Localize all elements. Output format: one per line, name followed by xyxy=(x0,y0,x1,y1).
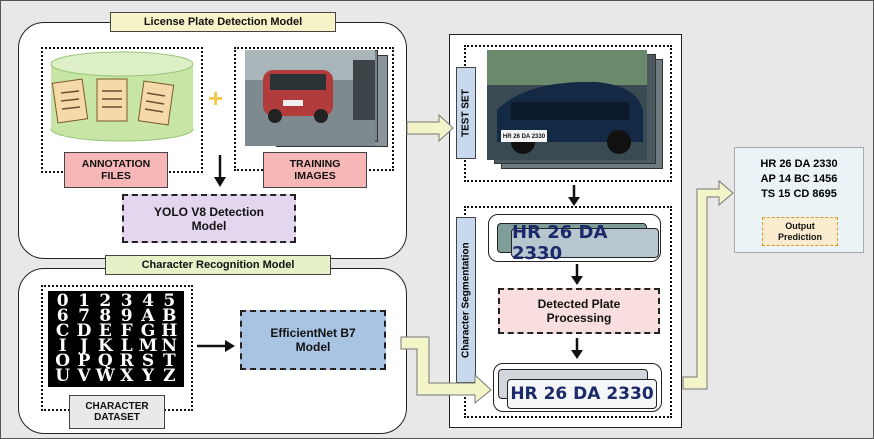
output-prediction-label: Output Prediction xyxy=(762,217,838,246)
detection-title: License Plate Detection Model xyxy=(110,12,336,32)
training-images-label: TRAINING IMAGES xyxy=(263,152,367,188)
dataset-character: 9 xyxy=(120,306,133,326)
dataset-character: B xyxy=(162,306,177,326)
arrow-down-icon xyxy=(214,155,226,187)
dataset-character: D xyxy=(76,321,92,341)
dataset-character: L xyxy=(120,336,133,356)
test-image-front xyxy=(487,50,647,160)
dataset-character: 0 xyxy=(56,291,69,311)
dataset-character: N xyxy=(161,336,178,356)
dataset-character: 2 xyxy=(99,291,112,311)
car-plate-text: HR 26 DA 2330 xyxy=(502,134,546,140)
dataset-character: Z xyxy=(163,366,176,386)
test-set-label: TEST SET xyxy=(456,67,476,159)
yolo-model-box: YOLO V8 Detection Model xyxy=(122,194,296,243)
dataset-character: S xyxy=(141,351,155,371)
block-arrow-icon xyxy=(400,336,492,405)
dataset-character: U xyxy=(55,366,71,386)
dataset-character: R xyxy=(119,351,134,371)
annotation-files-label: ANNOTATION FILES xyxy=(64,152,168,188)
dataset-character: C xyxy=(55,321,70,341)
dataset-character: E xyxy=(98,321,112,341)
dataset-character: 7 xyxy=(78,306,90,326)
dataset-character: P xyxy=(77,351,91,371)
database-icon xyxy=(50,51,194,142)
recognition-title: Character Recognition Model xyxy=(105,255,331,275)
output-line: TS 15 CD 8695 xyxy=(761,188,837,200)
dataset-character: T xyxy=(163,351,176,371)
dataset-character: O xyxy=(55,351,71,371)
document-icons xyxy=(51,78,175,126)
dataset-character: W xyxy=(95,366,115,386)
dataset-character: H xyxy=(161,321,178,341)
plate-processing-box: Detected Plate Processing xyxy=(498,288,660,334)
dataset-character: Q xyxy=(97,351,113,371)
dataset-character: K xyxy=(97,336,113,356)
dataset-character: 6 xyxy=(56,306,69,326)
dataset-character: 3 xyxy=(120,291,133,311)
dataset-character: Y xyxy=(141,366,155,386)
dataset-character: 8 xyxy=(99,306,112,326)
dataset-character: F xyxy=(120,321,133,341)
dataset-character: 1 xyxy=(78,291,90,311)
training-image-front xyxy=(245,50,375,146)
block-arrow-icon xyxy=(406,113,454,143)
dataset-character: A xyxy=(141,306,155,326)
dataset-character: V xyxy=(77,366,91,386)
dataset-character: J xyxy=(79,336,89,356)
arrow-down-icon xyxy=(571,264,583,285)
dataset-character: M xyxy=(138,336,158,356)
output-line: HR 26 DA 2330 xyxy=(760,158,838,170)
detected-plate-image: HR 26 DA 2330 xyxy=(511,222,659,264)
plus-icon: + xyxy=(208,83,224,113)
arrow-down-icon xyxy=(568,185,580,206)
dataset-character: X xyxy=(120,366,134,386)
dataset-character: G xyxy=(140,321,156,341)
arrow-right-icon xyxy=(197,340,235,352)
arrow-down-icon xyxy=(571,338,583,359)
efficientnet-model-box: EfficientNet B7 Model xyxy=(240,310,386,370)
output-line: AP 14 BC 1456 xyxy=(760,173,838,185)
segmented-plate-image: HR 26 DA 2330 xyxy=(507,379,657,409)
dataset-character: 5 xyxy=(163,291,176,311)
block-arrow-icon xyxy=(682,179,734,390)
character-dataset-label: CHARACTER DATASET xyxy=(69,395,165,429)
dataset-character: I xyxy=(58,336,67,356)
dataset-character: 4 xyxy=(142,291,154,311)
